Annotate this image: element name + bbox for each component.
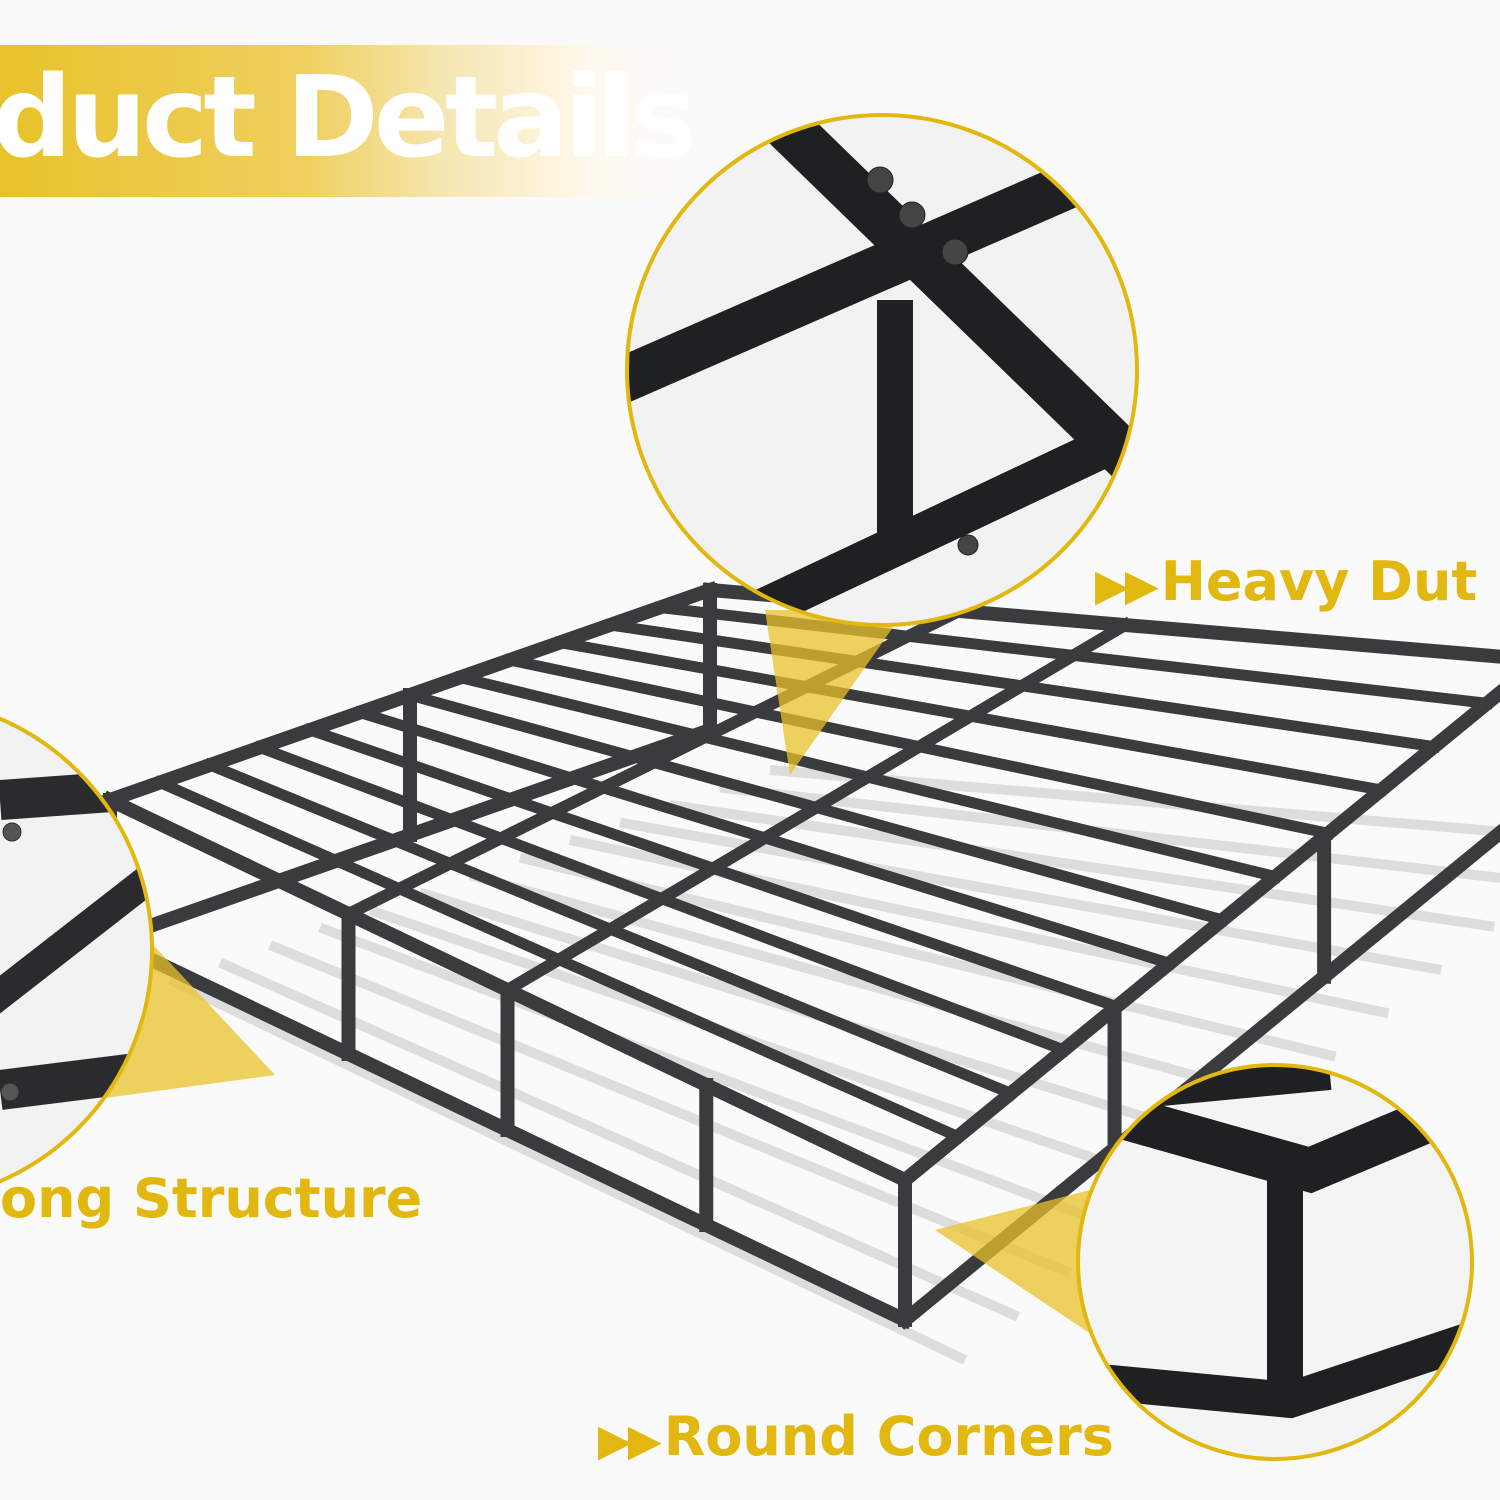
double-arrow-icon: ▶▶ [1095, 560, 1159, 611]
callout-strong-structure-text: ong Structure [0, 1167, 423, 1230]
callout-round-corners-text: Round Corners [663, 1405, 1114, 1468]
side-rail [101, 581, 719, 809]
slat-shadow [669, 800, 1495, 932]
slat-shadow [167, 975, 968, 1365]
pointer-round-corners [935, 1190, 1100, 1340]
slat-shadow [368, 905, 1179, 1192]
double-arrow-icon: ▶▶ [598, 1415, 662, 1466]
pointer-heavy-duty [765, 610, 905, 775]
detail-circle-structure [0, 716, 154, 1184]
detail-circle-joint [625, 113, 1139, 627]
callout-round-corners: ▶▶Round Corners [598, 1410, 1114, 1464]
callout-heavy-duty-text: Heavy Dut [1160, 550, 1478, 613]
banner-title: duct Details [0, 53, 697, 183]
title-banner [0, 45, 680, 197]
slat-shadow [719, 782, 1500, 883]
slat-shadow [268, 940, 1073, 1278]
slat-shadow [318, 922, 1126, 1235]
slat-shadow [468, 870, 1284, 1105]
detail-circle-corner [1076, 1063, 1474, 1461]
side-rail [895, 683, 1500, 1190]
callout-strong-structure: ong Structure [0, 1172, 422, 1226]
center-beam [499, 616, 1134, 999]
callout-heavy-duty: ▶▶Heavy Dut [1095, 555, 1477, 609]
